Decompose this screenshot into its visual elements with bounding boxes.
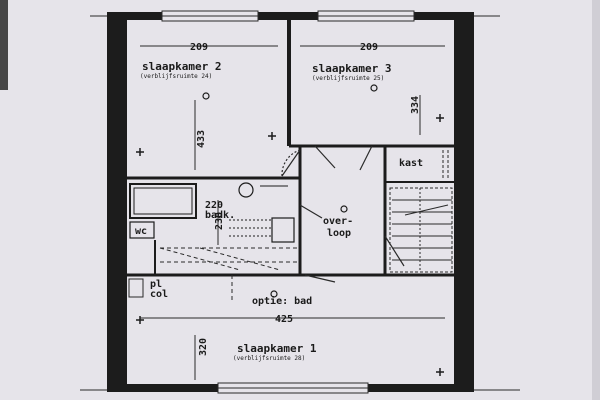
left-edge-shadow — [0, 0, 8, 90]
kast-label: kast — [399, 158, 423, 169]
bed1-sub: (verblijfsruimte 28) — [233, 355, 305, 362]
door-stair — [384, 235, 405, 267]
bed2-height-dim: 433 — [196, 130, 207, 148]
inner-walls — [127, 18, 456, 277]
door-bath — [299, 204, 323, 219]
optie-label: optie: bad — [252, 295, 312, 307]
doors — [281, 145, 405, 283]
door-bed3 — [314, 145, 336, 169]
shower-tray — [129, 183, 197, 219]
bed1-height-dim: 320 — [198, 338, 209, 356]
bath-dim: 220 — [205, 200, 223, 211]
wc-label: wc — [135, 226, 147, 237]
washbasin — [238, 182, 254, 198]
bed3-width-dim: 209 — [360, 42, 378, 53]
bed2-width-dim: 209 — [190, 42, 208, 53]
bed1-width-dim: 425 — [275, 314, 293, 325]
door-bed2 — [281, 149, 301, 177]
bed3-height-dim: 334 — [410, 96, 421, 114]
wall-top — [107, 12, 474, 20]
toilet — [129, 221, 155, 239]
overloop-line1: over- — [323, 216, 353, 227]
staircase — [389, 187, 453, 273]
bed3-name: slaapkamer 3 — [312, 62, 391, 75]
pl-label: pl — [150, 279, 162, 290]
right-edge-shade — [592, 0, 600, 400]
wall-right — [454, 16, 474, 392]
light-points — [202, 84, 378, 298]
bath-name: badk. — [205, 210, 235, 221]
shaft — [128, 278, 144, 298]
door-bed1 — [304, 274, 336, 283]
bed3-sub: (verblijfsruimte 25) — [312, 75, 384, 82]
radiator — [271, 217, 295, 243]
window-lines — [80, 15, 520, 391]
dimension-lines — [140, 45, 445, 380]
bed2-sub: (verblijfsruimte 24) — [140, 73, 212, 80]
col-label: col — [150, 289, 168, 300]
bed2-name: slaapkamer 2 — [142, 60, 221, 73]
bed1-name: slaapkamer 1 — [237, 342, 317, 355]
wall-left — [107, 16, 127, 392]
bath-dim-2: 230 — [214, 212, 225, 230]
optie-bad-outline — [159, 247, 298, 300]
kast-doors — [442, 150, 449, 180]
overloop-line2: loop — [327, 228, 351, 239]
plus-markers — [136, 114, 444, 376]
bath-fixtures — [129, 182, 295, 243]
